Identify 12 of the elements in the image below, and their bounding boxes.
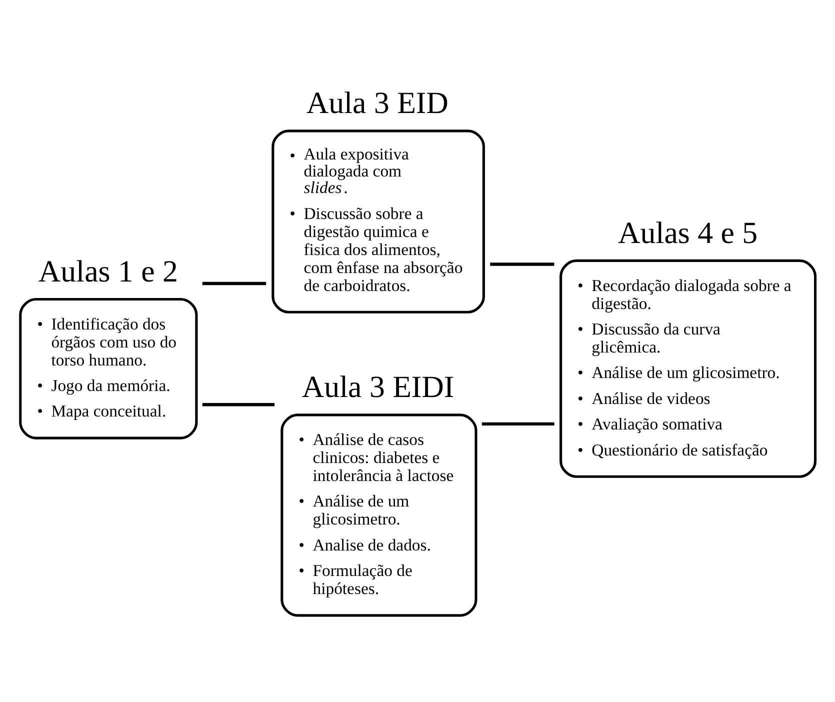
connector xyxy=(490,262,554,266)
node-label: Aula 3 EID xyxy=(306,86,448,120)
node-box: • Identificação dos órgãos com uso do torso humano. • Jogo da memória. • Mapa conceitual. xyxy=(19,298,198,440)
node-label: Aula 3 EIDI xyxy=(302,370,454,404)
connector xyxy=(202,282,266,286)
node-label: Aulas 1 e 2 xyxy=(38,254,178,289)
node-box: • Aula expositiva dialogada com slides. • Discussão sobre a digestão quimica e fisica dos alimentos, com ênfase na absorção de carboidratos. xyxy=(272,130,485,314)
node-box: • Recordação dialogada sobre a digestão. • Discussão da curva glicêmica. • Análise de um glicosimetro. • Análise de videos • Avaliação somativa • Questionário de satisfação xyxy=(560,259,817,478)
node-box: • Análise de casos clinicos: diabetes e intolerância à lactose • Análise de um glicosimetro. • Analise de dados. • Formulação de hipóteses. xyxy=(280,414,478,617)
node-label: Aulas 4 e 5 xyxy=(618,216,758,250)
connector xyxy=(482,422,554,426)
connector xyxy=(202,403,274,406)
